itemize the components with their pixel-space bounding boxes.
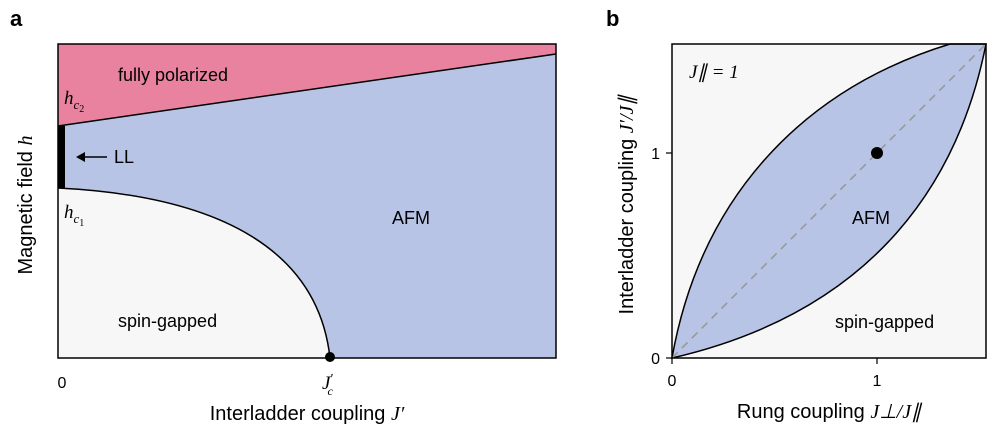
x-tick-0-b: 0 <box>668 373 677 390</box>
hc2-boundary <box>57 53 557 127</box>
fully-polarized-label: fully polarized <box>118 65 228 85</box>
y-axis-label-a: Magnetic field h <box>15 136 37 275</box>
panel-b-letter: b <box>606 6 619 31</box>
panel-b: b 0 1 0 1 J∥ = 1 AFM spin-gapped Rung co… <box>606 6 987 423</box>
y-tick-0-b: 0 <box>651 351 660 368</box>
x-tick-zero-a: 0 <box>58 375 67 392</box>
j-parallel-label: J∥ = 1 <box>689 62 739 83</box>
fully-polarized-region <box>58 44 556 126</box>
point-one-one <box>871 147 883 159</box>
ll-label: LL <box>114 147 134 167</box>
x-axis-label-a: Interladder coupling J′ <box>210 403 405 425</box>
x-tick-jc: J′c <box>322 372 334 398</box>
afm-label-a: AFM <box>392 208 430 228</box>
hc2-label: hc2 <box>64 88 84 115</box>
panel-a-letter: a <box>10 6 23 31</box>
hc1-boundary <box>57 187 331 359</box>
panel-b-frame <box>671 43 987 359</box>
diagonal-line <box>671 43 987 359</box>
ll-arrow-head-icon <box>76 152 85 162</box>
x-tick-1-b: 1 <box>873 373 882 390</box>
afm-label-b: AFM <box>852 208 890 228</box>
y-tick-1-b: 1 <box>651 146 660 163</box>
afm-region-a <box>58 54 556 358</box>
panel-a: a fully polarized AFM spin-gapped LL hc2… <box>10 6 557 425</box>
x-axis-label-b: Rung coupling J⊥/J∥ <box>737 401 923 423</box>
y-axis-label-b: Interladder coupling J′/J∥ <box>616 94 638 315</box>
critical-point-jc <box>325 352 335 362</box>
ll-segment <box>58 126 65 188</box>
spin-gapped-label-a: spin-gapped <box>118 311 217 331</box>
panel-a-frame <box>57 43 557 359</box>
hc1-label: hc1 <box>64 202 84 229</box>
spin-gapped-label-b: spin-gapped <box>835 312 934 332</box>
